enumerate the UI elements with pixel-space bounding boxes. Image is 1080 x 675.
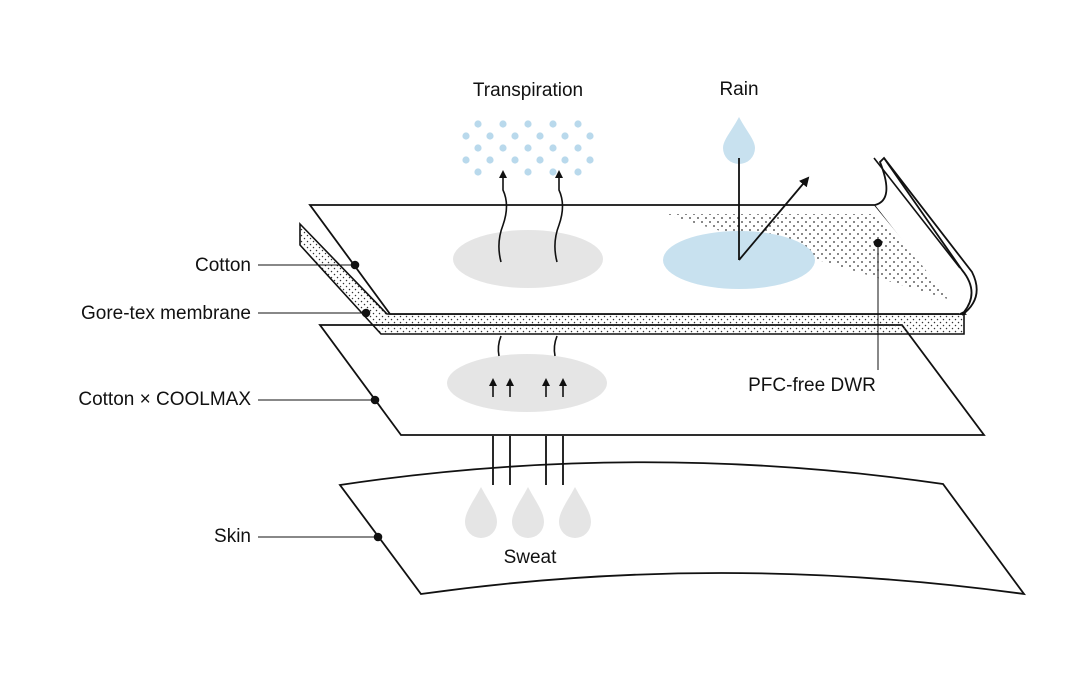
vapor-lines <box>497 335 558 357</box>
gore-tex-membrane-layer <box>299 222 965 335</box>
sweat-label: Sweat <box>504 547 558 568</box>
gore-tex-label: Gore-tex membrane <box>81 303 251 324</box>
cotton-outer-layer <box>308 156 978 316</box>
cotton-label: Cotton <box>195 255 251 276</box>
transpiration-label: Transpiration <box>473 80 583 101</box>
vapor-dots <box>462 120 594 176</box>
pfc-free-dwr-label: PFC-free DWR <box>748 375 876 396</box>
rolled-fabric-edge <box>874 156 973 315</box>
rain-graphic <box>723 117 810 261</box>
rain-drop-icon <box>723 117 755 164</box>
sweat-transfer-lines <box>492 436 564 485</box>
sweat-drop-icon <box>512 487 544 538</box>
transpiration-arrows <box>498 170 564 263</box>
skin-layer <box>338 461 1026 596</box>
sweat-drop-icon <box>465 487 497 538</box>
upward-arrows <box>489 378 567 397</box>
cotton-coolmax-layer <box>318 324 986 436</box>
leader-lines <box>258 238 883 542</box>
grey-moisture-patch <box>447 354 607 412</box>
skin-label: Skin <box>214 526 251 547</box>
grey-vapor-patch <box>453 230 603 288</box>
rain-label: Rain <box>719 79 758 100</box>
sweat-drop-icon <box>559 487 591 538</box>
sweat-drops <box>465 487 591 538</box>
cotton-coolmax-label: Cotton × COOLMAX <box>78 389 251 410</box>
